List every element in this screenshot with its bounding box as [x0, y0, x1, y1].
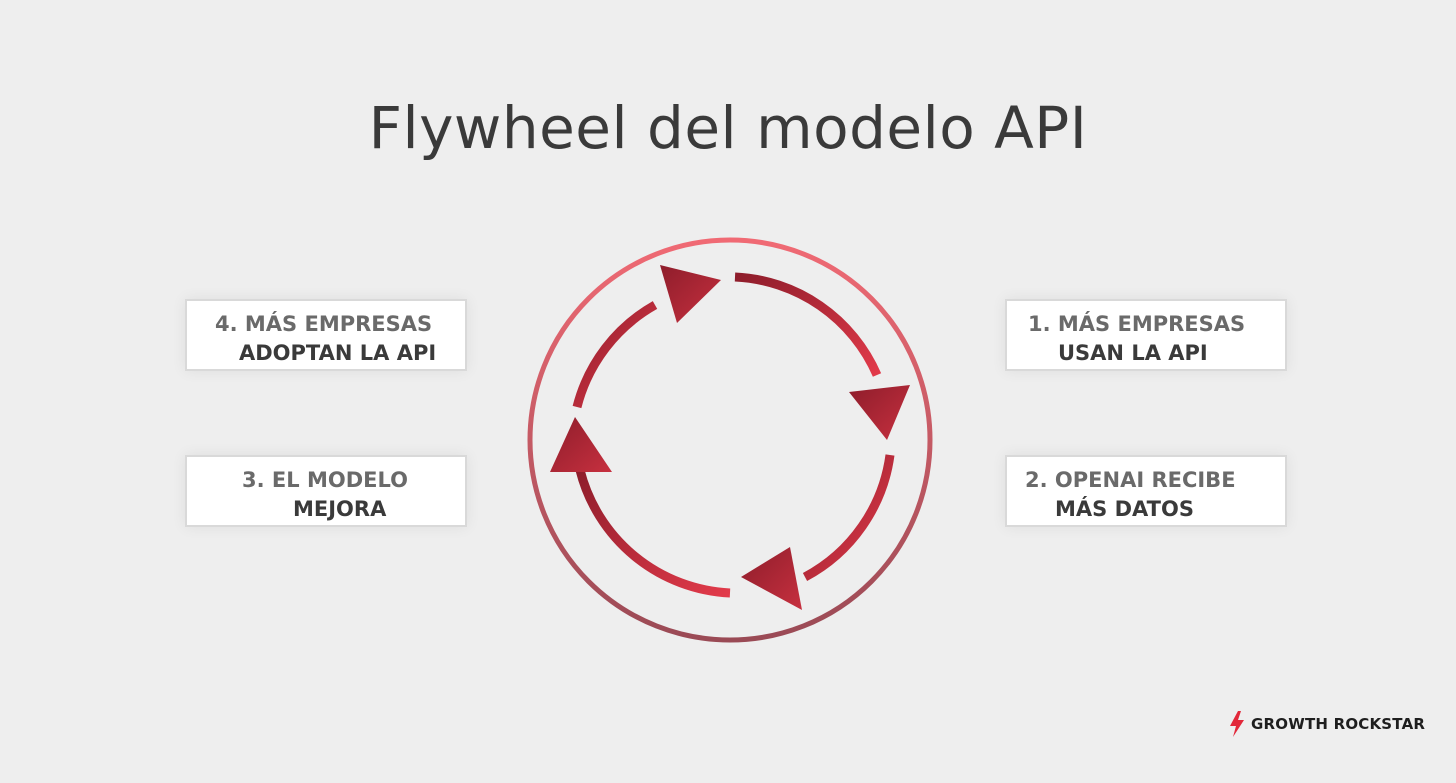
step-3-line2: MEJORA	[293, 497, 387, 521]
step-2-line2: MÁS DATOS	[1055, 497, 1194, 521]
flywheel-cycle	[527, 237, 933, 643]
step-box-3: 3. EL MODELO MEJORA	[185, 455, 467, 527]
step-box-2: 2. OPENAI RECIBE MÁS DATOS	[1005, 455, 1287, 527]
step-box-4: 4. MÁS EMPRESAS ADOPTAN LA API	[185, 299, 467, 371]
cycle-arc-3	[575, 468, 731, 598]
lightning-bolt-icon	[1230, 711, 1244, 737]
cycle-arc-1	[734, 272, 882, 377]
step-3-line1: 3. EL MODELO	[242, 468, 408, 492]
brand-name: GROWTH ROCKSTAR	[1251, 715, 1426, 733]
step-1-line2: USAN LA API	[1058, 341, 1208, 365]
cycle-arrowhead-bottom	[741, 547, 802, 610]
cycle-arrowhead-right	[849, 385, 910, 440]
cycle-arc-2	[802, 454, 895, 581]
brand-logo: GROWTH ROCKSTAR	[1229, 710, 1425, 738]
step-box-1: 1. MÁS EMPRESAS USAN LA API	[1005, 299, 1287, 371]
outer-ring	[527, 237, 933, 643]
cycle-arrowhead-left	[550, 417, 612, 472]
step-2-line1: 2. OPENAI RECIBE	[1025, 468, 1236, 492]
cycle-arrowhead-top	[660, 265, 721, 323]
step-4-line1: 4. MÁS EMPRESAS	[215, 312, 433, 336]
diagram-title: Flywheel del modelo API	[368, 94, 1088, 162]
cycle-arc-4	[572, 301, 658, 409]
step-4-line2: ADOPTAN LA API	[239, 341, 437, 365]
step-1-line1: 1. MÁS EMPRESAS	[1028, 312, 1246, 336]
